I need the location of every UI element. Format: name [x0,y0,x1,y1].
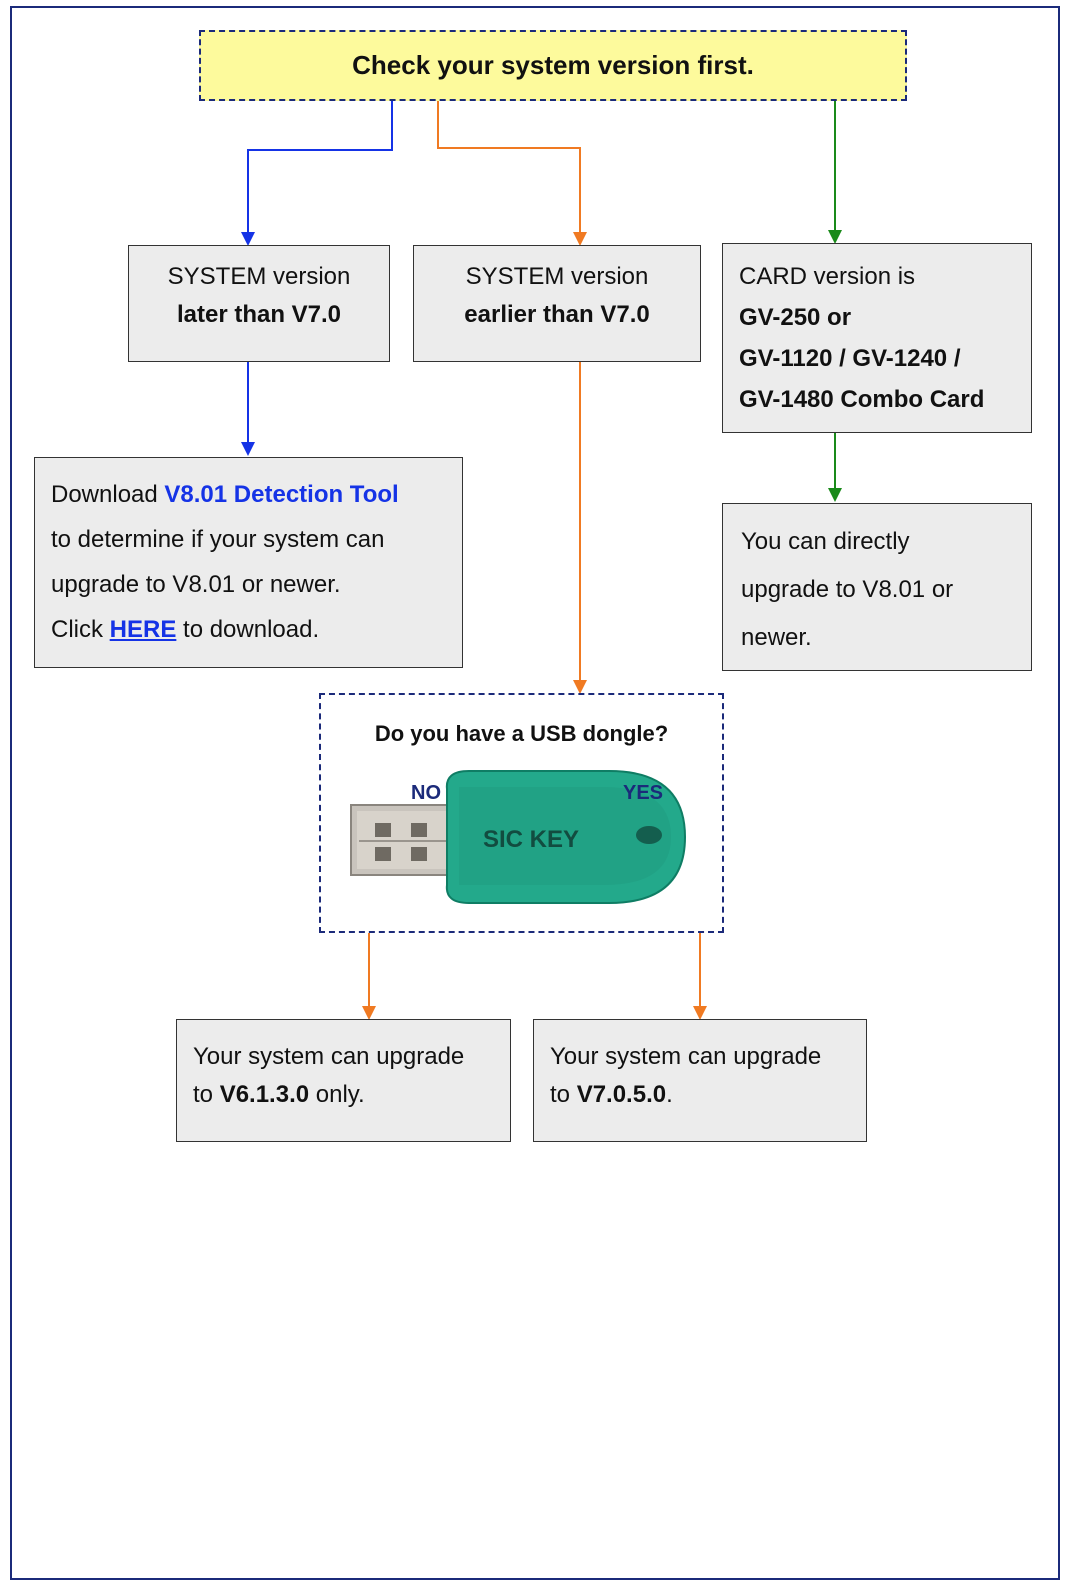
system-earlier-line2: earlier than V7.0 [464,301,650,328]
system-later-line2: later than V7.0 [176,301,342,328]
download-line3: upgrade to V8.01 or newer. [51,571,341,598]
v7-suffix: . [666,1081,673,1108]
branch-yes-label: YES [623,782,664,804]
header-box: Check your system version first. [199,30,907,101]
usb-keyring-hole [636,826,662,844]
system-later-box: SYSTEM version later than V7.0 [128,245,390,362]
branch-no-label: NO [411,782,441,804]
system-earlier-line1: SYSTEM version [465,263,649,290]
v6-prefix: to [193,1081,220,1108]
v6-line1: Your system can upgrade [193,1043,465,1070]
arrowhead-no [362,1006,376,1020]
v7-version: V7.0.5.0 [576,1081,667,1108]
click-prefix: Click [51,616,110,643]
card-line3: GV-1120 / GV-1240 / [739,345,961,372]
arrow-to-later [247,100,393,234]
usb-body [445,770,687,904]
header-title: Check your system version first. [352,50,754,80]
v6-version: V6.1.3.0 [219,1081,310,1108]
download-line2: to determine if your system can [51,526,385,553]
card-version-box: CARD version is GV-250 or GV-1120 / GV-1… [722,243,1032,433]
arrowhead-earlier [573,232,587,246]
card-line4: GV-1480 Combo Card [739,386,985,413]
arrowhead-later [241,232,255,246]
card-line1: CARD version is [739,263,916,290]
result-v6-box: Your system can upgrade to V6.1.3.0 only… [176,1019,511,1142]
v7-line2: to V7.0.5.0. [550,1076,866,1114]
arrowhead-dongle [573,680,587,694]
card-line2: GV-250 or [739,304,852,331]
click-suffix: to download. [176,616,320,643]
v7-prefix: to [550,1081,577,1108]
dongle-question: Do you have a USB dongle? [374,721,669,746]
arrowhead-card [828,230,842,244]
direct-line1: You can directly [741,528,910,555]
download-line1: Download V8.01 Detection Tool [51,472,462,517]
arrow-to-earlier [437,100,581,234]
system-earlier-box: SYSTEM version earlier than V7.0 [413,245,701,362]
v6-line2: to V6.1.3.0 only. [193,1076,510,1114]
here-download-link[interactable]: HERE [109,616,177,643]
v7-line1: Your system can upgrade [550,1043,822,1070]
download-box: Download V8.01 Detection Tool to determi… [34,457,463,668]
arrowhead-download [241,442,255,456]
v6-suffix: only. [309,1081,365,1108]
arrowhead-direct [828,488,842,502]
direct-upgrade-box: You can directly upgrade to V8.01 or new… [722,503,1032,671]
system-later-line1: SYSTEM version [167,263,351,290]
usb-key-label: SIC KEY [483,826,579,853]
dongle-box: Do you have a USB dongle? SIC KEY [319,693,724,933]
result-v7-box: Your system can upgrade to V7.0.5.0. [533,1019,867,1142]
download-line4: Click HERE to download. [51,607,462,652]
download-prefix: Download [51,481,165,508]
usb-dongle-image: SIC KEY [350,770,687,904]
direct-line3: newer. [741,624,812,651]
direct-line2: upgrade to V8.01 or [741,576,954,603]
detection-tool-name: V8.01 Detection Tool [164,481,399,508]
arrowhead-yes [693,1006,707,1020]
page-frame [10,6,1060,1580]
